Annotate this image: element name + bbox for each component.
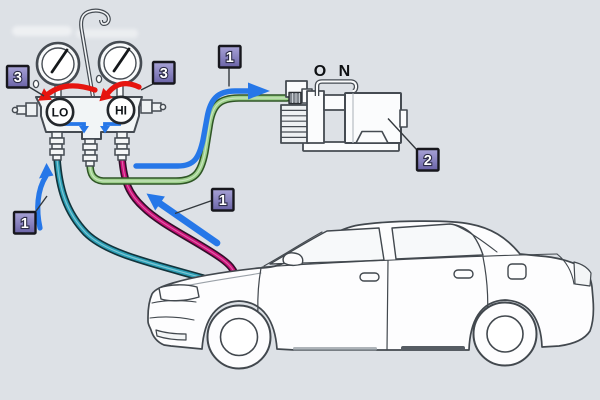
gauge-needle — [112, 47, 131, 73]
callout-number: 1 — [226, 50, 234, 66]
pump-cooling-fins — [280, 104, 310, 144]
right-valve-fitting — [140, 99, 167, 114]
bumper-crease — [149, 316, 195, 321]
high-port-circle — [106, 95, 136, 125]
front-wheel — [206, 304, 272, 370]
rear-wheel — [472, 301, 538, 367]
c-pillar-line — [451, 223, 498, 253]
arrowhead — [146, 193, 165, 211]
arrowhead — [248, 82, 270, 100]
high-port-label: HI — [115, 104, 127, 118]
high-side-hose — [118, 154, 239, 278]
low-pressure-gauge — [35, 41, 81, 87]
rocker-trim-light — [293, 347, 377, 351]
flow-arrow-from-low-hose — [35, 163, 54, 231]
pump-motor-cap — [399, 109, 408, 128]
rear-door-handle — [453, 269, 474, 279]
low-port-circle — [45, 97, 75, 127]
arrowhead — [100, 126, 110, 134]
callout-badge-valve-right: 3 — [151, 60, 176, 85]
taillight — [573, 261, 592, 287]
b-pillar-seam — [386, 260, 389, 351]
low-hose-coupler — [49, 131, 65, 161]
callout-number: 3 — [14, 70, 22, 86]
fog-lamp-notch — [155, 329, 187, 341]
vacuum-pump: O N — [280, 63, 408, 152]
callout-badge-valve-left: 3 — [5, 64, 30, 89]
fuel-door — [507, 263, 527, 280]
high-valve-turn-arrow — [99, 81, 142, 102]
callout-number: 2 — [424, 153, 432, 169]
pump-switch-lever — [314, 79, 359, 96]
callout-number: 1 — [219, 193, 227, 209]
high-hose-coupler — [114, 131, 130, 161]
side-mirror — [282, 252, 304, 267]
flow-arrow-to-pump — [133, 82, 270, 169]
manifold-gauge-set: LO HI — [11, 8, 167, 167]
left-valve-fitting — [11, 102, 38, 117]
callout-badge-hose-top: 1 — [217, 44, 242, 69]
hanger-hole-left — [32, 79, 40, 89]
front-door-handle — [359, 272, 380, 282]
callout-number: 3 — [160, 66, 168, 82]
hanger-hook — [79, 8, 111, 98]
flow-arrow-from-high-hose — [146, 193, 221, 247]
low-side-hose — [53, 154, 207, 282]
arrowhead — [79, 126, 89, 134]
callout-badge-hose-left: 1 — [12, 210, 37, 235]
arrowhead — [99, 88, 113, 102]
pump-motor-foot — [355, 130, 389, 144]
hanger-hole-right — [95, 74, 103, 84]
watermark-streaks — [12, 26, 138, 38]
center-hose-coupler — [82, 138, 98, 167]
callout-badge-hose-middle: 1 — [210, 187, 235, 212]
grille-line — [151, 300, 197, 304]
pump-head — [306, 90, 325, 144]
car-illustration — [147, 220, 595, 370]
low-port-label: LO — [52, 106, 69, 120]
hose-to-pump-coupler — [288, 91, 302, 105]
arrowhead — [39, 163, 54, 179]
rocker-trim-dark — [401, 346, 465, 351]
low-valve-turn-arrow — [38, 83, 98, 101]
arrowhead — [38, 88, 52, 101]
pump-switch-label: O N — [314, 63, 354, 80]
trunk-seam — [556, 253, 575, 285]
center-service-hose — [86, 94, 291, 185]
callout-badge-pump: 2 — [415, 147, 440, 172]
a-pillar-line — [263, 231, 323, 267]
headlight — [158, 284, 200, 302]
callout-number: 1 — [21, 216, 29, 232]
callout-leader-lines — [25, 67, 418, 215]
gauge-needle — [50, 48, 69, 74]
high-pressure-gauge — [97, 40, 143, 86]
